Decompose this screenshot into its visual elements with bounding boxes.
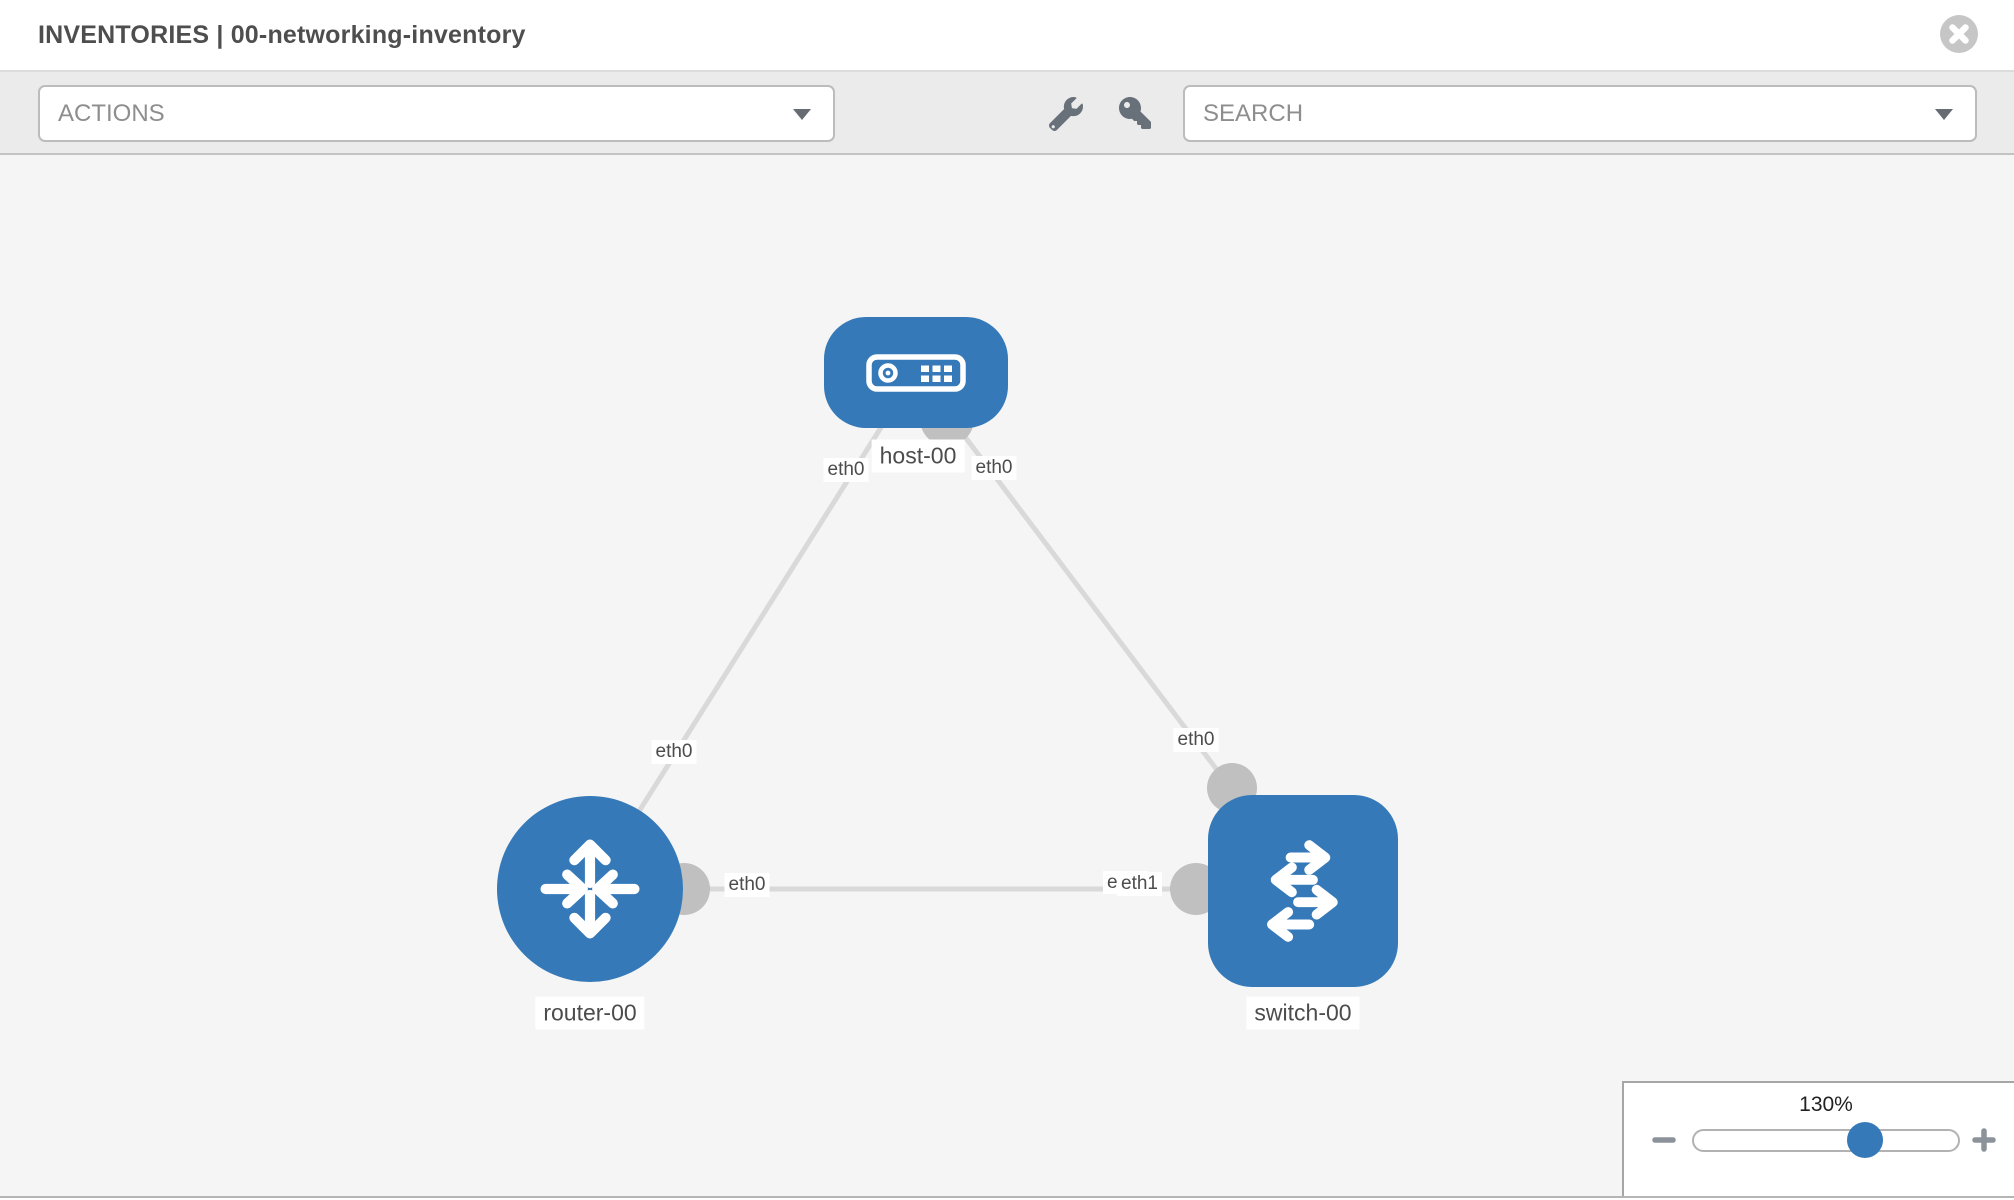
router-icon — [540, 839, 640, 939]
port-label-router-eth0: eth0 — [724, 873, 770, 897]
node-switch-00[interactable] — [1208, 795, 1398, 987]
zoom-in-button[interactable] — [1972, 1128, 1996, 1157]
port-label-switch-overlap: eth0 eth1 — [1103, 871, 1162, 898]
search-dropdown[interactable]: SEARCH — [1183, 85, 1977, 142]
close-icon — [1940, 15, 1978, 53]
tools-button[interactable] — [1049, 97, 1084, 136]
header-bar: INVENTORIES | 00-networking-inventory — [0, 0, 2014, 72]
topology-canvas[interactable]: host-00 router-00 switch-00 eth0 eth0 et… — [0, 155, 2014, 1198]
zoom-control-panel: 130% — [1622, 1081, 2014, 1196]
host-icon — [866, 353, 966, 392]
caret-down-icon — [1935, 109, 1953, 120]
wrench-icon — [1049, 97, 1084, 131]
switch-icon — [1267, 840, 1338, 942]
node-label-switch: switch-00 — [1246, 996, 1360, 1030]
minus-icon — [1652, 1137, 1676, 1143]
port-label-router-eth0-up: eth0 — [651, 740, 697, 764]
node-label-router: router-00 — [535, 996, 645, 1030]
node-host-00[interactable] — [824, 317, 1008, 428]
node-router-00[interactable] — [497, 796, 683, 982]
toolbar: ACTIONS SEARCH — [0, 72, 2014, 155]
zoom-level-value: 130% — [1799, 1093, 1853, 1116]
zoom-out-button[interactable] — [1652, 1128, 1676, 1157]
search-placeholder: SEARCH — [1203, 100, 1304, 127]
port-label-switch-eth1: eth1 — [1117, 872, 1162, 896]
zoom-slider-handle[interactable] — [1847, 1122, 1883, 1158]
node-label-host: host-00 — [871, 439, 965, 473]
port-label-switch-eth0: eth0 — [1173, 728, 1219, 752]
caret-down-icon — [793, 109, 811, 120]
key-icon — [1119, 97, 1151, 129]
zoom-slider[interactable] — [1692, 1129, 1960, 1152]
actions-dropdown-label: ACTIONS — [58, 100, 165, 127]
credentials-button[interactable] — [1119, 97, 1151, 134]
close-button[interactable] — [1939, 14, 1979, 54]
page-title: INVENTORIES | 00-networking-inventory — [38, 21, 526, 49]
actions-dropdown[interactable]: ACTIONS — [38, 85, 835, 142]
plus-icon — [1972, 1128, 1996, 1152]
port-label-host-eth0-left: eth0 — [823, 458, 869, 482]
port-label-host-eth0-right: eth0 — [971, 456, 1017, 480]
links-layer — [587, 370, 1303, 915]
